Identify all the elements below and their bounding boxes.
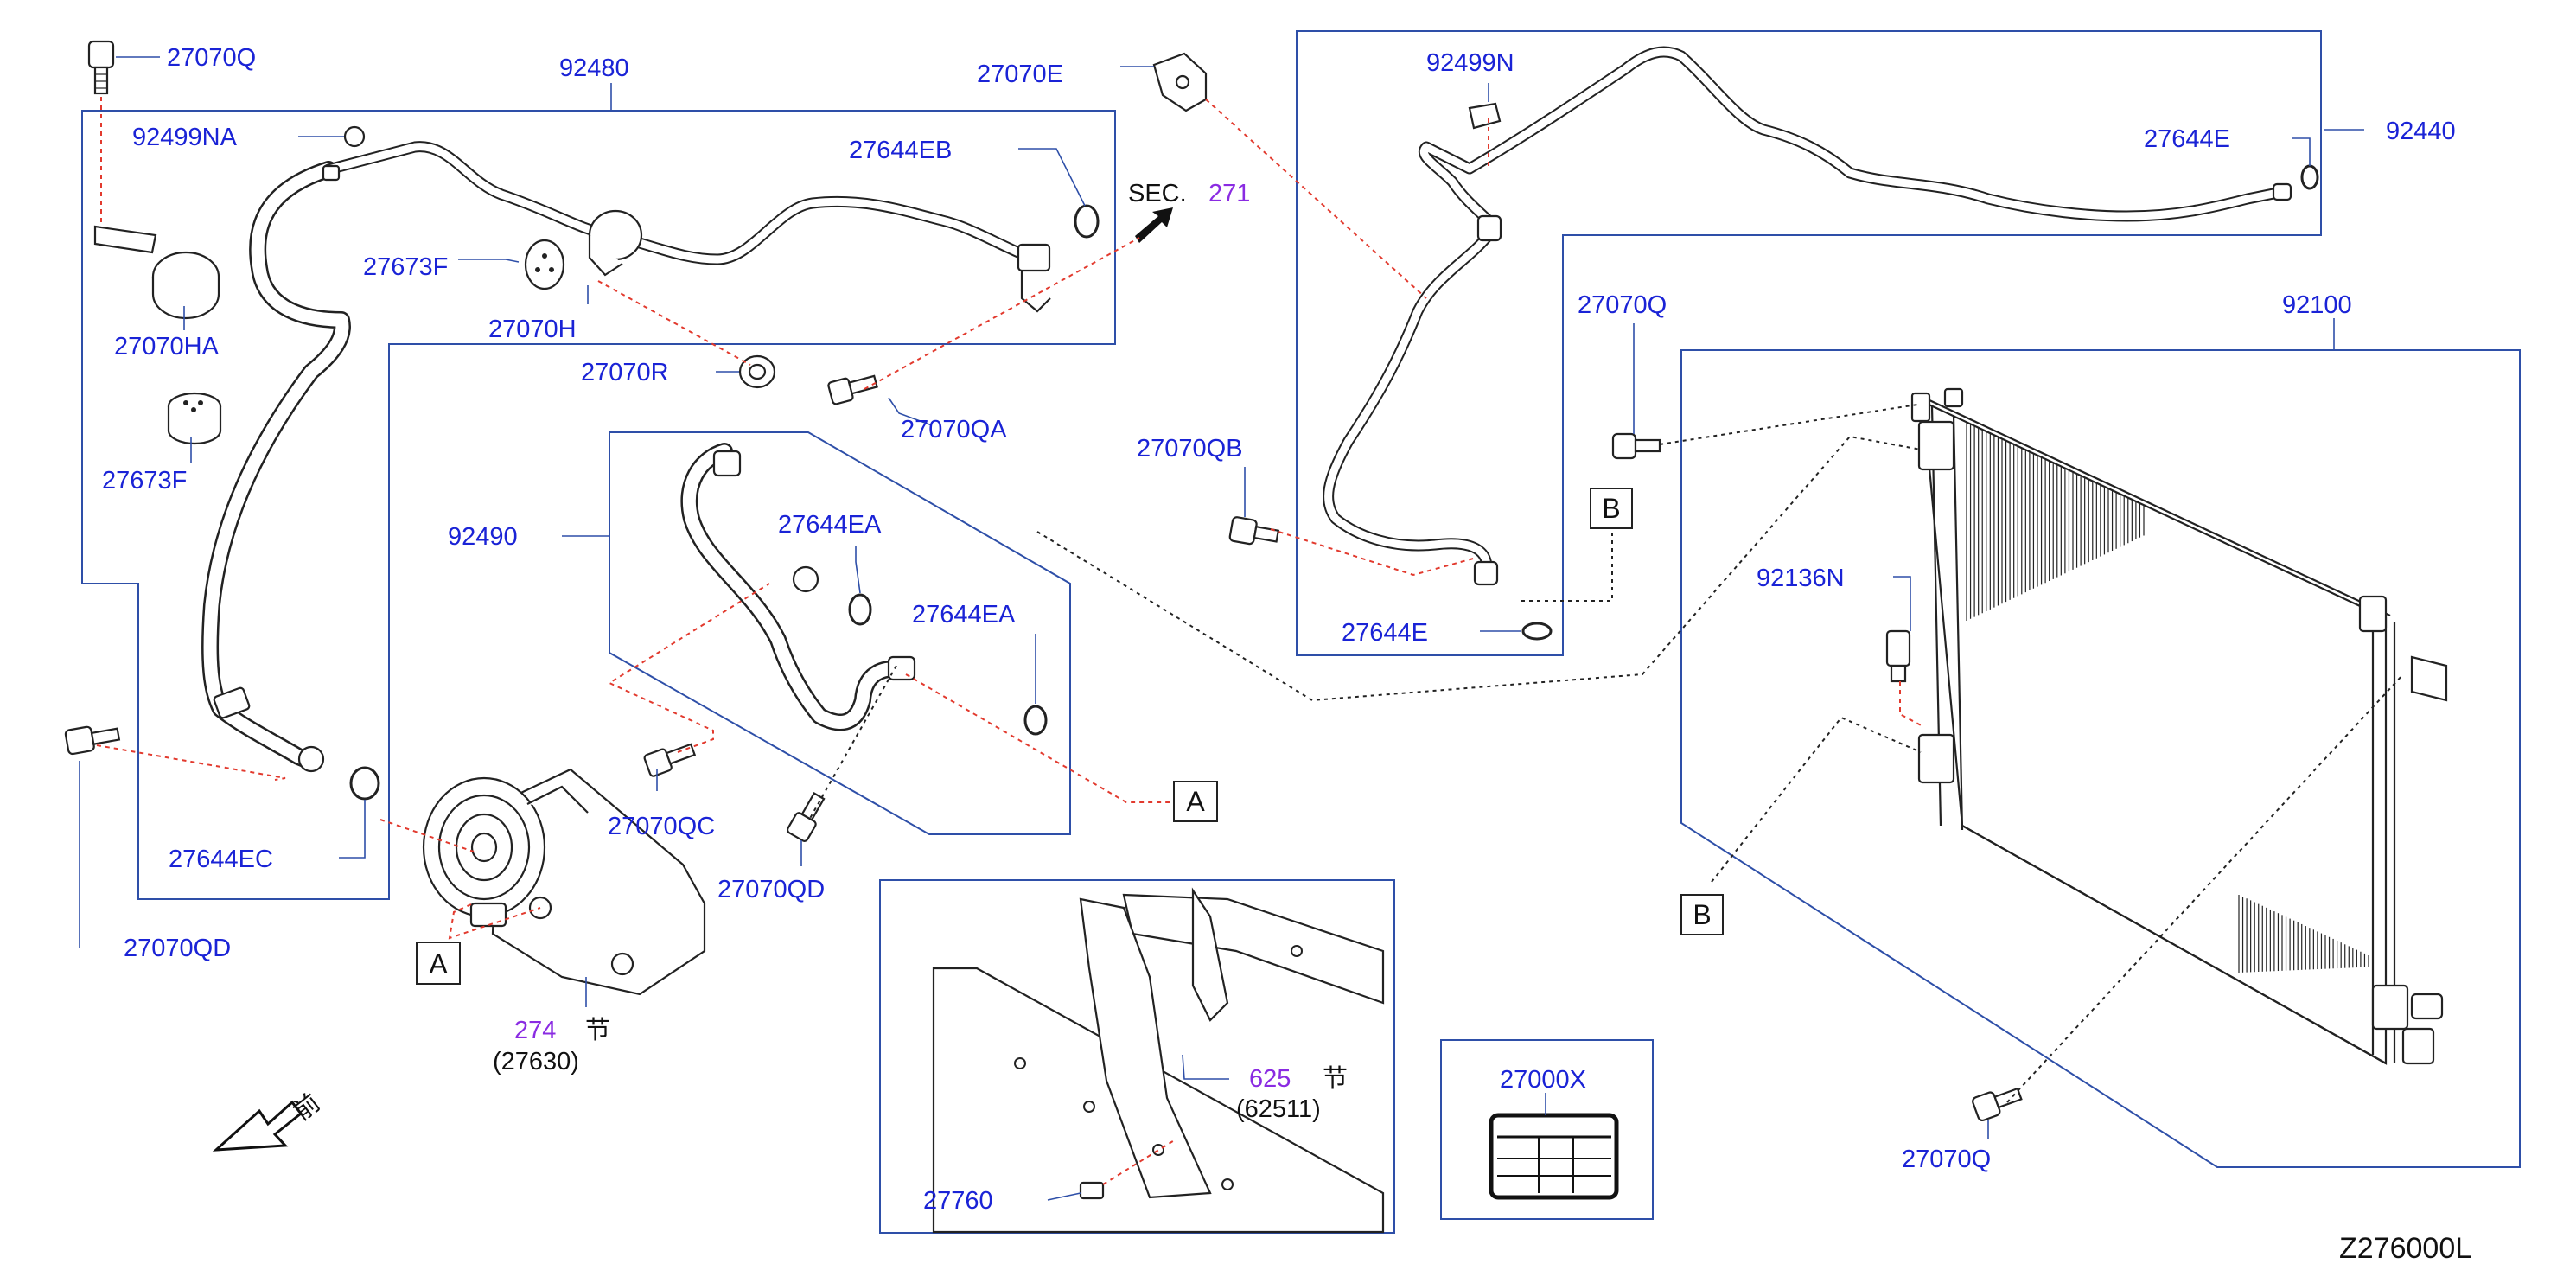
label-27070R: 27070R <box>581 359 669 386</box>
hose-fitting-end <box>1017 243 1051 272</box>
label-support-part: (62511) <box>1236 1095 1321 1123</box>
label-support-sec: 625 <box>1249 1065 1291 1093</box>
label-27760: 27760 <box>923 1187 993 1215</box>
svg-text:B: B <box>1693 899 1711 930</box>
clip-92499NA <box>343 125 366 148</box>
label-27070HA: 27070HA <box>114 333 220 361</box>
marker-b-top: B <box>1590 488 1633 529</box>
bolt-27070QD-mid <box>786 792 826 842</box>
label-sec-prefix: SEC. <box>1128 180 1187 207</box>
o-ring-27644E-top <box>2300 164 2319 190</box>
front-direction-arrow-icon <box>212 1100 303 1152</box>
leader-lines <box>79 56 2364 1201</box>
condenser-92100 <box>1910 387 2448 1065</box>
label-92136N: 92136N <box>1757 565 1845 592</box>
bolt-27070QA <box>827 374 878 405</box>
label-support-glyph: 节 <box>1323 1063 1348 1093</box>
svg-text:B: B <box>1602 493 1620 524</box>
label-92480: 92480 <box>559 54 629 82</box>
bracket-27070E <box>1152 52 1208 112</box>
diagram-id: Z276000L <box>2339 1232 2471 1265</box>
marker-a-left: A <box>416 942 461 985</box>
svg-text:A: A <box>1186 786 1205 817</box>
label-27070E: 27070E <box>977 61 1063 88</box>
label-27673F-lower: 27673F <box>102 467 187 495</box>
o-ring-27644EC <box>349 766 380 801</box>
label-92490: 92490 <box>448 523 518 551</box>
label-compressor-glyph: 节 <box>585 1015 610 1044</box>
label-27644E-bottom: 27644E <box>1342 619 1428 647</box>
bolt-27070QB <box>1228 516 1280 546</box>
bolt-27070QD-left <box>64 725 121 756</box>
label-27070Q-bottom: 27070Q <box>1902 1146 1991 1173</box>
group-box-92440 <box>1296 30 2322 656</box>
compressor-27630 <box>422 768 706 996</box>
section-reference-arrow-icon <box>1135 207 1173 243</box>
o-ring-27644EB <box>1074 204 1100 239</box>
label-compressor-sec: 274 <box>514 1017 556 1044</box>
group-box-27000X <box>1440 1039 1654 1220</box>
condenser-fins-lower <box>2238 895 2369 973</box>
label-92100: 92100 <box>2282 291 2352 319</box>
group-box-92480 <box>81 110 1116 900</box>
o-ring-27644EA-b <box>1023 705 1048 736</box>
label-27070Q-mid: 27070Q <box>1578 291 1667 319</box>
hose-joint-left <box>297 745 325 773</box>
label-27070QA: 27070QA <box>901 416 1007 444</box>
radiator-core-support <box>932 887 1385 1234</box>
group-box-92490 <box>609 431 1071 835</box>
label-compressor-part: (27630) <box>493 1048 579 1076</box>
pipe-92440 <box>1323 46 2288 573</box>
label-27000X: 27000X <box>1500 1066 1586 1094</box>
label-27644EA-a: 27644EA <box>778 511 882 539</box>
bolt-27070Q-bottom <box>1972 1087 2023 1122</box>
grommet-27070R <box>738 354 776 389</box>
clip-92499N <box>1468 102 1502 130</box>
grommet-27673F-upper <box>524 239 565 290</box>
label-27644EC: 27644EC <box>169 846 273 873</box>
connector-black <box>807 665 897 822</box>
bracket-27070HA <box>93 225 220 320</box>
label-27070QB: 27070QB <box>1137 435 1243 463</box>
label-27070QD-left: 27070QD <box>124 935 231 962</box>
o-ring-27644E-bot <box>1521 622 1553 641</box>
marker-a-right: A <box>1173 781 1218 822</box>
label-92499NA: 92499NA <box>132 124 238 151</box>
label-27644E-top: 27644E <box>2144 125 2230 153</box>
bolt-27070QC <box>643 743 697 777</box>
label-27070QC: 27070QC <box>608 813 715 840</box>
label-27644EB: 27644EB <box>849 137 952 164</box>
grommet-27673F-lower <box>167 392 222 445</box>
bolt-27070Q-mid <box>1611 432 1661 460</box>
condenser-fins-upper <box>1966 422 2145 621</box>
group-box-92100 <box>1680 349 2521 1168</box>
hose-92480 <box>201 161 351 771</box>
label-27070H: 27070H <box>488 316 577 343</box>
marker-b-bottom: B <box>1680 894 1724 935</box>
label-27673F-upper: 27673F <box>363 253 448 281</box>
label-27070QD-mid: 27070QD <box>717 876 825 903</box>
label-92499N: 92499N <box>1426 49 1514 77</box>
label-27070Q-top: 27070Q <box>167 44 256 72</box>
label-92440: 92440 <box>2386 118 2456 145</box>
label-27644EA-b: 27644EA <box>912 601 1016 629</box>
o-ring-27644EA-a <box>848 593 872 626</box>
clamp-27070H <box>588 209 643 277</box>
clip-27760 <box>1079 1181 1105 1200</box>
label-plate-27000X <box>1489 1113 1619 1200</box>
svg-text:A: A <box>429 948 448 980</box>
bolt-27070Q-top <box>87 40 115 95</box>
label-sec-271: 271 <box>1208 180 1250 207</box>
pressure-sensor-92136N <box>1885 629 1911 683</box>
